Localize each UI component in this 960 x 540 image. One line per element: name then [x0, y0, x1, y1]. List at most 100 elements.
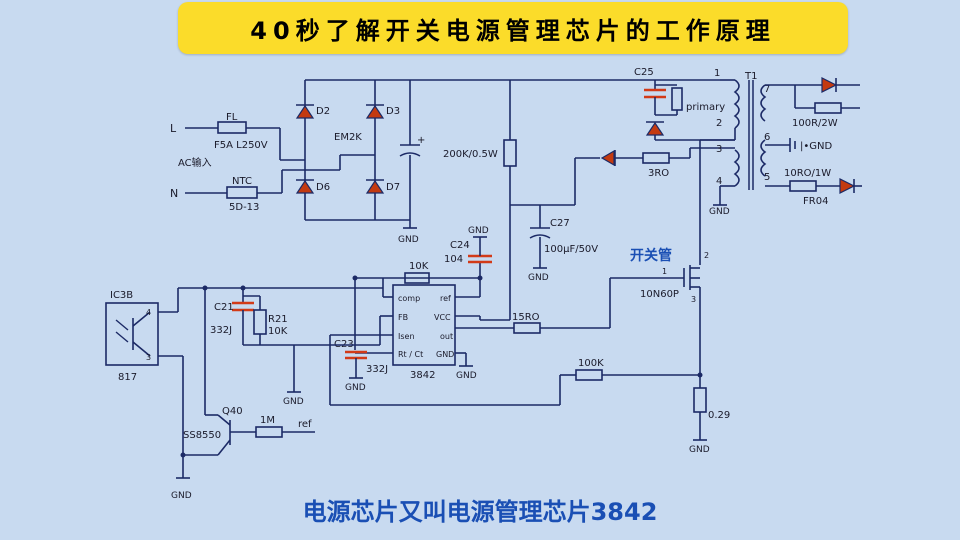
label-fl: FL	[226, 112, 238, 123]
resistor-100k	[575, 369, 603, 381]
fuse-fl	[217, 121, 247, 134]
mosfet-switch: 开关管 10N60P 2 3 1	[540, 139, 735, 378]
gnd-label: GND	[709, 207, 730, 217]
ic-pin-out: out	[440, 332, 453, 341]
gnd-label: GND	[468, 226, 489, 236]
label-r-200k: 200K/0.5W	[443, 149, 498, 160]
label-d3: D3	[386, 106, 400, 117]
label-r-10ro: 10RO/1W	[784, 168, 831, 179]
diode-output-2	[839, 178, 856, 194]
ic-body	[392, 284, 456, 366]
label-c27-value: 100μF/50V	[544, 244, 598, 255]
label-q40: Q40	[222, 406, 243, 417]
label-pin2: 2	[716, 118, 722, 129]
diode-snubber	[645, 121, 665, 136]
resistor-200k	[503, 139, 517, 167]
label-r21: R21	[268, 314, 288, 325]
diode-d3	[365, 104, 385, 119]
label-opto-part: 817	[118, 372, 137, 383]
resistor-100r	[814, 102, 842, 114]
ic-pin-isen: Isen	[398, 332, 415, 341]
diode-output-1	[821, 77, 838, 93]
gnd-label: GND	[171, 491, 192, 501]
label-mos-s: 3	[691, 295, 696, 304]
diode-d6	[295, 179, 315, 194]
gnd-label: GND	[283, 397, 304, 407]
label-c25: C25	[634, 67, 654, 78]
label-pin4: 4	[716, 176, 722, 187]
label-mos-g: 1	[662, 267, 667, 276]
label-r-3ro: 3RO	[648, 168, 669, 179]
ic-part-label: 3842	[410, 370, 435, 381]
ic-pin-vcc: VCC	[434, 313, 451, 322]
label-opto-p4: 4	[146, 308, 151, 317]
ic-pin-rtct: Rt / Ct	[398, 350, 423, 359]
label-pin6: 6	[764, 132, 770, 143]
label-mos-part: 10N60P	[640, 289, 679, 300]
label-ntc: NTC	[232, 176, 252, 187]
optocoupler	[105, 302, 159, 366]
resistor-r21	[253, 309, 267, 335]
label-r-1m: 1M	[260, 415, 275, 426]
label-t1: T1	[744, 71, 757, 82]
label-ic3b: IC3B	[110, 290, 133, 301]
diode-d7	[365, 179, 385, 194]
label-switch-tube: 开关管	[630, 247, 672, 264]
label-ref: ref	[298, 419, 312, 430]
snubber-network: C25	[634, 67, 735, 141]
thermistor-ntc	[226, 186, 258, 199]
label-opto-p3: 3	[146, 353, 151, 362]
label-d7: D7	[386, 182, 400, 193]
label-r-029: 0.29	[708, 410, 730, 421]
title-banner: 40秒了解开关电源管理芯片的工作原理	[178, 2, 848, 54]
label-gnd-out: |•GND	[800, 141, 832, 152]
label-ss8550: SS8550	[183, 430, 221, 441]
diode-aux	[600, 149, 615, 167]
label-d2: D2	[316, 106, 330, 117]
label-pin3: 3	[716, 144, 722, 155]
label-N: N	[170, 187, 178, 200]
label-mos-d: 2	[704, 251, 709, 260]
resistor-1m	[255, 426, 283, 438]
diode-d2	[295, 104, 315, 119]
startup-resistor: 200K/0.5W GND C27 100μF/50V 3RO	[443, 80, 735, 320]
resistor-10ro	[789, 180, 817, 192]
label-c24: C24	[450, 240, 470, 251]
caption: 电源芯片又叫电源管理芯片3842	[302, 498, 658, 526]
label-pin5: 5	[764, 172, 770, 183]
label-c27: C27	[550, 218, 570, 229]
label-r-100r: 100R/2W	[792, 118, 838, 129]
label-ntc-part: 5D-13	[229, 202, 259, 213]
label-c21-value: 332J	[210, 325, 232, 336]
ic-pin-ref: ref	[440, 294, 451, 303]
label-primary: primary	[686, 102, 725, 113]
label-d6: D6	[316, 182, 330, 193]
resistor-3ro	[642, 152, 670, 164]
gnd-label: GND	[528, 273, 549, 283]
label-r-15ro: 15RO	[512, 312, 540, 323]
label-ac-input: AC输入	[178, 156, 212, 169]
label-r21-value: 10K	[268, 326, 288, 337]
label-pin7: 7	[764, 84, 770, 95]
label-L: L	[170, 122, 177, 135]
ic-pin-gnd: GND	[436, 350, 454, 359]
ic-pin-fb: FB	[398, 313, 408, 322]
current-sense: 0.29 GND	[689, 375, 730, 455]
transformer-t1: T1 1 primary 2 3 4 GND 7 6 5 100R/2W	[686, 68, 862, 217]
input-section: L N AC输入 FL F5A L250V NTC 5D-13	[170, 112, 340, 213]
label-fuse-rating: F5A L250V	[214, 140, 268, 151]
label-c23-value: 332J	[366, 364, 388, 375]
label-r-100k: 100K	[578, 358, 604, 369]
gnd-label: GND	[398, 235, 419, 245]
feedback-section: IC3B 4 3 817 GND C21 332J R21 10K	[105, 285, 383, 501]
label-c21: C21	[214, 302, 234, 313]
resistor-10k-top	[404, 272, 430, 284]
ic-3842: comp ref FB VCC Isen out Rt / Ct GND 384…	[329, 226, 700, 406]
gnd-label: GND	[345, 383, 366, 393]
bridge-rectifier: D2 D3 EM2K D6 D7	[295, 79, 720, 221]
label-pin1: 1	[714, 68, 720, 79]
ic-pin-comp: comp	[398, 294, 420, 303]
resistor-snubber	[671, 87, 683, 111]
label-fr04: FR04	[803, 196, 828, 207]
